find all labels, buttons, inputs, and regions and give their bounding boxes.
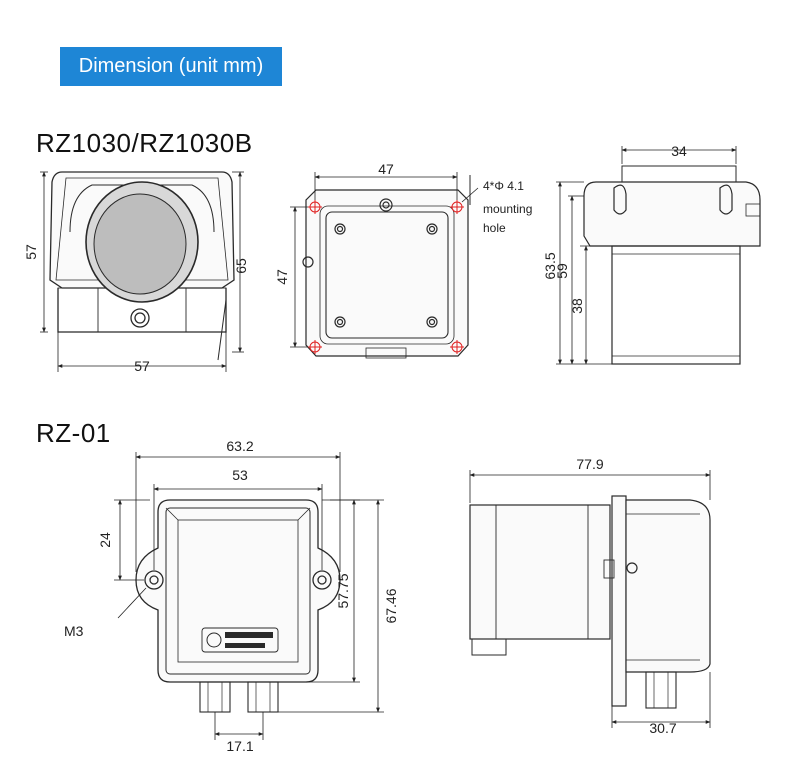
- rz1030-side-dimensions: [556, 146, 737, 365]
- rz01-side-view: [469, 495, 711, 709]
- rz1030-front-dimensions: [40, 171, 244, 372]
- rz1030-back-width: 47: [378, 161, 394, 177]
- rz01-front-h1: 57.75: [335, 573, 351, 608]
- rz1030-side-h3: 38: [569, 298, 585, 314]
- rz1030-front-height-right: 65: [233, 258, 249, 274]
- rz01-side-dimensions: [469, 470, 711, 728]
- rz1030-back-view: [302, 175, 471, 359]
- rz1030-back-dimensions: [290, 172, 479, 348]
- rz01-front-view: [135, 499, 341, 713]
- rz01-front-h-left: 24: [97, 532, 113, 548]
- rz01-front-bottom: 17.1: [226, 738, 253, 754]
- rz01-thread-label: M3: [64, 623, 84, 639]
- rz1030-hole-spec: 4*Φ 4.1: [483, 179, 524, 193]
- rz01-front-dimensions: [114, 452, 384, 740]
- rz01-front-w2: 53: [232, 467, 248, 483]
- section-banner: Dimension (unit mm): [60, 47, 282, 86]
- rz1030-front-view: [49, 171, 235, 361]
- rz01-side-width: 77.9: [576, 456, 603, 472]
- rz1030-side-h1: 63.5: [542, 252, 558, 279]
- rz1030-model-title: RZ1030/RZ1030B: [36, 128, 253, 158]
- rz1030-side-top-width: 34: [671, 143, 687, 159]
- rz01-front-w1: 63.2: [226, 438, 253, 454]
- rz1030-mounting-hole-markers: [308, 200, 464, 354]
- rz1030-hole-note-1: mounting: [483, 202, 532, 216]
- rz1030-side-view: [583, 165, 761, 365]
- rz01-front-h2: 67.46: [383, 588, 399, 623]
- rz1030-back-height: 47: [274, 269, 290, 285]
- rz1030-side-h2: 59: [554, 263, 570, 279]
- rz1030-front-width-bottom: 57: [134, 358, 150, 374]
- rz1030-hole-note-2: hole: [483, 221, 506, 235]
- rz01-logo-text-block: [225, 632, 273, 648]
- rz1030-front-height-left: 57: [23, 244, 39, 260]
- rz01-side-bottom: 30.7: [649, 720, 676, 736]
- rz01-model-title: RZ-01: [36, 418, 111, 448]
